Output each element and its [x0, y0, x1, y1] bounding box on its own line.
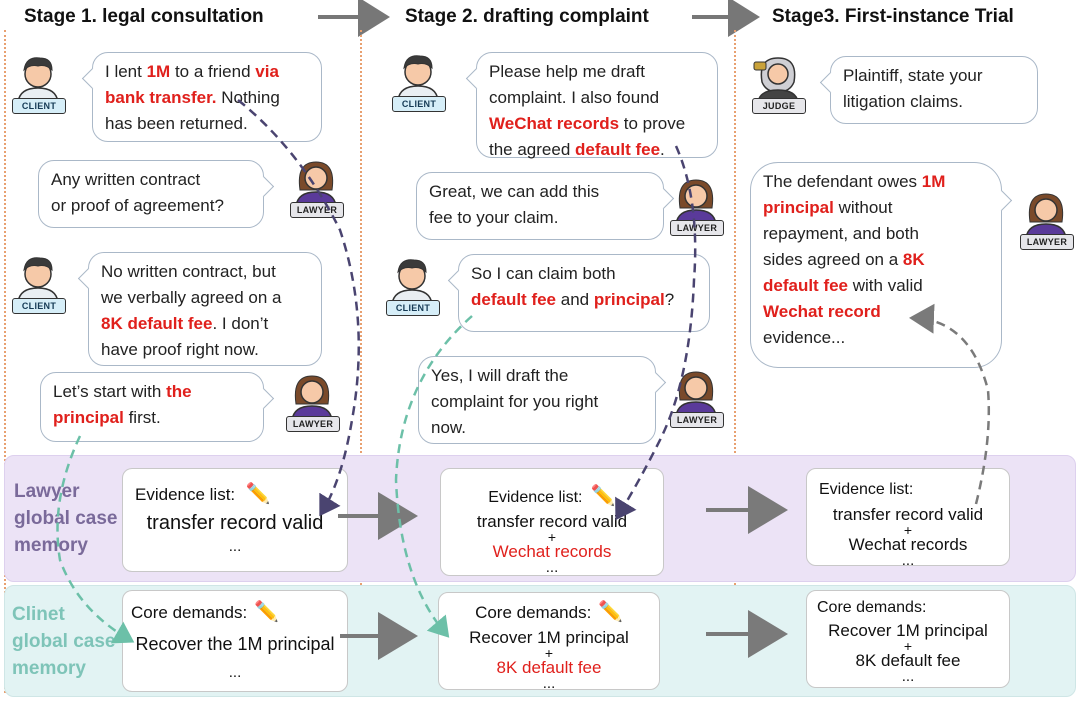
client-avatar-icon — [391, 259, 433, 305]
client-avatar: CLIENT — [388, 50, 448, 112]
stage2-client-message-1: Please help me draft complaint. I also f… — [465, 52, 718, 159]
stage3-evidence-card: Evidence list: transfer record valid + W… — [806, 468, 1010, 569]
pencil-icon: ✏️ — [598, 601, 623, 623]
client-avatar-icon — [17, 57, 59, 103]
stage1-evidence-card: Evidence list: ✏️ transfer record valid … — [122, 468, 348, 572]
lawyer-avatar: LAWYER — [666, 366, 726, 428]
evidence-list-title: Evidence list: ✏️ — [488, 485, 616, 507]
stage-2-title: Stage 2. drafting complaint — [405, 6, 649, 27]
stage1-lawyer-message-1: Any written contract or proof of agreeme… — [38, 160, 275, 228]
stage2-evidence-card: Evidence list: ✏️ transfer record valid … — [440, 468, 664, 576]
plus-sign: + — [903, 638, 913, 654]
lawyer-memory-label: Lawyer global case memory — [14, 481, 118, 556]
more-dots: ... — [901, 668, 915, 685]
stage1-demands-card: Core demands: ✏️ Recover the 1M principa… — [122, 590, 348, 692]
client-role-tag: CLIENT — [386, 300, 440, 316]
lawyer-role-tag: LAWYER — [670, 220, 724, 236]
client-avatar: CLIENT — [8, 252, 68, 314]
stage-divider-2 — [734, 30, 736, 693]
stage3-lawyer-message: The defendant owes 1M principal without … — [750, 162, 1013, 368]
stage2-client-message-2: So I can claim both default fee and prin… — [447, 254, 710, 332]
client-avatar-icon — [17, 257, 59, 303]
more-dots: ... — [545, 559, 559, 576]
evidence-item: transfer record valid — [146, 512, 324, 534]
core-demands-title: Core demands: — [817, 599, 927, 616]
evidence-list-title: Evidence list: ✏️ — [135, 483, 271, 505]
left-border — [4, 30, 6, 693]
more-dots: ... — [228, 538, 242, 555]
demand-item: Recover 1M principal — [469, 628, 629, 647]
lawyer-avatar-icon — [295, 161, 337, 207]
demand-item: Recover the 1M principal — [135, 634, 335, 654]
lawyer-avatar: LAWYER — [666, 174, 726, 236]
stage3-judge-message: Plaintiff, state your litigation claims. — [819, 56, 1038, 124]
lawyer-avatar-icon — [675, 179, 717, 225]
evidence-list-title: Evidence list: — [819, 481, 914, 498]
core-demands-title: Core demands: ✏️ — [475, 601, 623, 623]
client-role-tag: CLIENT — [392, 96, 446, 112]
lawyer-avatar: LAWYER — [282, 370, 342, 432]
more-dots: ... — [901, 552, 915, 569]
stage2-lawyer-message-1: Great, we can add this fee to your claim… — [416, 172, 675, 240]
client-role-tag: CLIENT — [12, 98, 66, 114]
judge-avatar: JUDGE — [748, 52, 808, 114]
demand-item: Recover 1M principal — [828, 621, 988, 640]
stage1-client-message-1: I lent 1M to a friend via bank transfer.… — [81, 52, 322, 142]
more-dots: ... — [542, 675, 556, 692]
stage2-lawyer-message-2: Yes, I will draft the complaint for you … — [418, 356, 667, 444]
lawyer-role-tag: LAWYER — [286, 416, 340, 432]
client-role-tag: CLIENT — [12, 298, 66, 314]
judge-avatar-icon — [753, 57, 799, 103]
pencil-icon: ✏️ — [245, 483, 271, 505]
plus-sign: + — [544, 645, 554, 661]
demand-item: 8K default fee — [855, 651, 961, 670]
lawyer-avatar-icon — [675, 371, 717, 417]
stage-divider-1 — [360, 30, 362, 693]
client-avatar-icon — [397, 55, 439, 101]
pencil-icon: ✏️ — [590, 485, 616, 507]
client-memory-label: Clinet global case memory — [12, 604, 116, 679]
lawyer-avatar-icon — [1025, 193, 1067, 239]
pencil-icon: ✏️ — [253, 601, 279, 623]
stage-1-title: Stage 1. legal consultation — [24, 6, 264, 27]
lawyer-role-tag: LAWYER — [290, 202, 344, 218]
judge-role-tag: JUDGE — [752, 98, 806, 114]
evidence-item: transfer record valid — [832, 505, 984, 524]
lawyer-role-tag: LAWYER — [1020, 234, 1074, 250]
lawyer-avatar-icon — [291, 375, 333, 421]
more-dots: ... — [228, 664, 242, 681]
stage2-demands-card: Core demands: ✏️ Recover 1M principal + … — [438, 592, 660, 692]
lawyer-avatar: LAWYER — [286, 156, 346, 218]
stage3-demands-card: Core demands: Recover 1M principal + 8K … — [806, 590, 1010, 688]
stage1-lawyer-message-2: Let’s start with the principal first. — [40, 372, 275, 442]
stage1-client-message-2: No written contract, but we verbally agr… — [77, 252, 322, 366]
plus-sign: + — [547, 529, 557, 545]
lawyer-avatar: LAWYER — [1016, 188, 1076, 250]
plus-sign: + — [903, 522, 913, 538]
client-avatar: CLIENT — [8, 52, 68, 114]
evidence-item-new: Wechat records — [492, 542, 612, 561]
client-avatar: CLIENT — [382, 254, 442, 316]
stage-3-title: Stage3. First-instance Trial — [772, 6, 1014, 27]
lawyer-role-tag: LAWYER — [670, 412, 724, 428]
core-demands-title: Core demands: ✏️ — [131, 601, 279, 623]
evidence-item: transfer record valid — [476, 512, 628, 531]
evidence-item: Wechat records — [848, 535, 968, 554]
demand-item-new: 8K default fee — [496, 658, 602, 677]
